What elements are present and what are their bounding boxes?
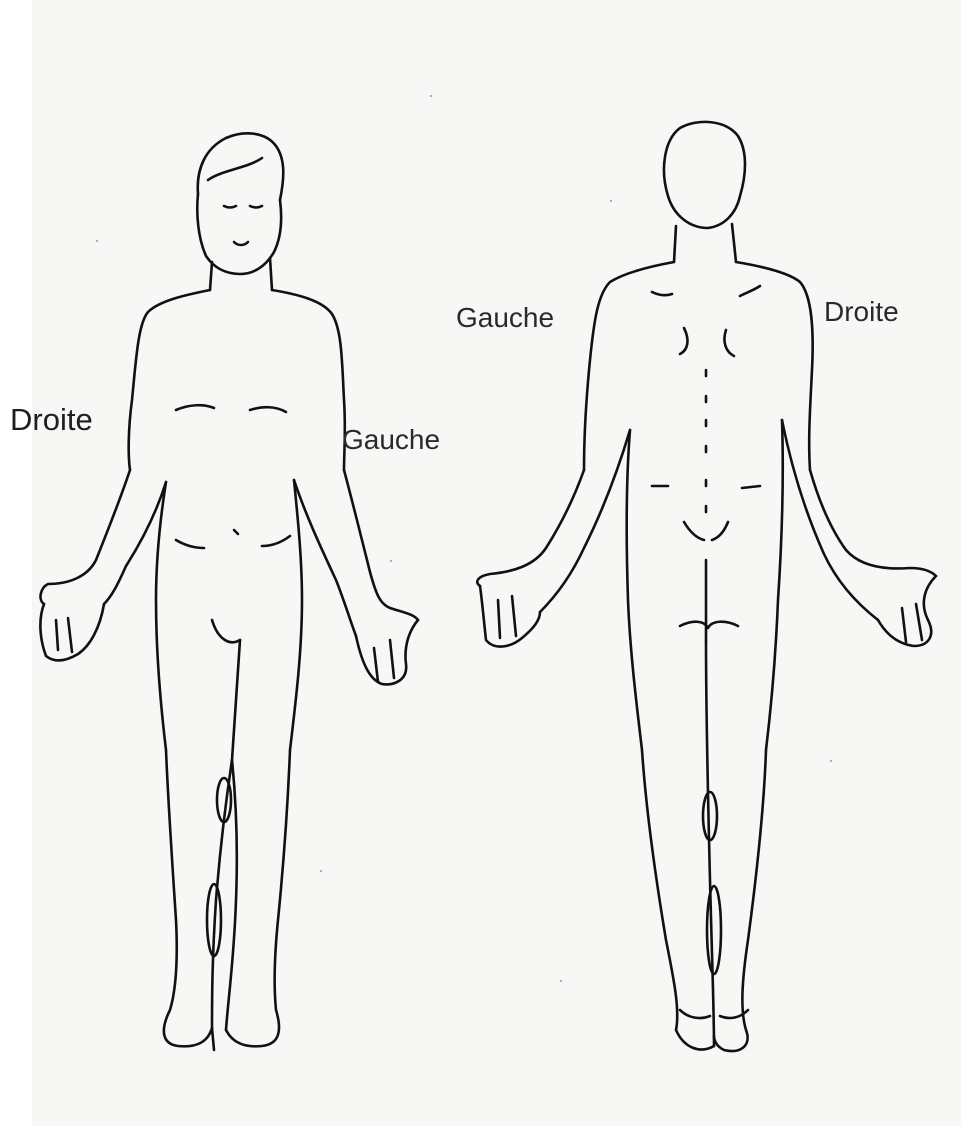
back-left-side-label: Gauche [456, 302, 554, 334]
back-right-side-label: Droite [824, 296, 899, 328]
front-right-side-label: Droite [10, 402, 93, 438]
front-left-side-label: Gauche [342, 424, 440, 456]
